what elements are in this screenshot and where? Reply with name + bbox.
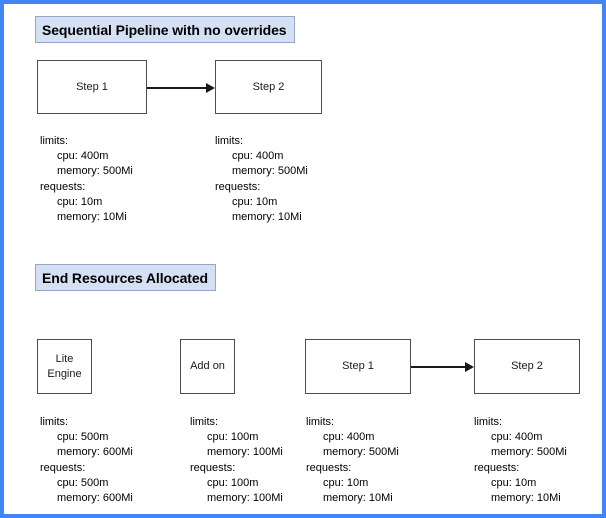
node-label: Step 2: [252, 80, 285, 93]
node-add-on: Add on: [180, 339, 235, 394]
spec-requests-memory: memory: 600Mi: [57, 492, 133, 505]
arrow-head-icon: [206, 83, 215, 93]
arrow-step1-to-step2-top: [147, 83, 215, 93]
spec-limits-memory: memory: 500Mi: [491, 446, 567, 459]
spec-requests-cpu: cpu: 10m: [232, 195, 278, 208]
spec-requests-label: requests:: [215, 180, 261, 193]
spec-requests-cpu: cpu: 500m: [57, 476, 109, 489]
spec-requests-label: requests:: [474, 461, 520, 474]
node-label: Step 2: [511, 360, 543, 372]
node-step-2-bottom: Step 2: [474, 339, 580, 394]
spec-limits-cpu: cpu: 400m: [57, 150, 109, 163]
spec-limits-cpu: cpu: 100m: [207, 431, 259, 444]
section-title-text: Sequential Pipeline with no overrides: [42, 21, 287, 38]
node-label: Step 1: [342, 360, 374, 372]
spec-limits-memory: memory: 500Mi: [57, 165, 133, 178]
spec-requests-label: requests:: [306, 461, 352, 474]
spec-limits-label: limits:: [474, 416, 503, 428]
node-lite-engine: Lite Engine: [37, 339, 92, 394]
spec-requests-cpu: cpu: 10m: [323, 476, 369, 489]
spec-limits-cpu: cpu: 400m: [232, 150, 284, 163]
spec-block-step-1-top: limits: cpu: 400m memory: 500Mi requests…: [40, 134, 133, 225]
node-label-line-1: Lite: [55, 352, 74, 365]
spec-requests-label: requests:: [190, 461, 236, 474]
spec-limits-cpu: cpu: 400m: [323, 431, 375, 444]
arrow-line: [411, 366, 466, 368]
spec-limits-label: limits:: [40, 135, 69, 147]
spec-requests-memory: memory: 100Mi: [207, 492, 283, 505]
spec-requests-memory: memory: 10Mi: [323, 492, 393, 505]
spec-limits-cpu: cpu: 400m: [491, 431, 543, 444]
spec-requests-memory: memory: 10Mi: [491, 492, 561, 505]
spec-block-lite-engine: limits: cpu: 500m memory: 600Mi requests…: [40, 415, 133, 506]
section-banner-sequential-pipeline: Sequential Pipeline with no overrides: [35, 16, 295, 43]
spec-limits-memory: memory: 100Mi: [207, 446, 283, 459]
section-banner-end-resources-allocated: End Resources Allocated: [35, 264, 216, 291]
spec-limits-memory: memory: 500Mi: [323, 446, 399, 459]
spec-requests-label: requests:: [40, 180, 86, 193]
spec-block-step-2-top: limits: cpu: 400m memory: 500Mi requests…: [215, 134, 308, 225]
spec-limits-label: limits:: [215, 135, 244, 147]
spec-block-step-1-bottom: limits: cpu: 400m memory: 500Mi requests…: [306, 415, 399, 506]
arrow-head-icon: [465, 362, 474, 372]
spec-requests-cpu: cpu: 10m: [57, 195, 103, 208]
spec-requests-cpu: cpu: 10m: [491, 476, 537, 489]
spec-requests-cpu: cpu: 100m: [207, 476, 259, 489]
node-label: Step 1: [76, 80, 108, 93]
spec-limits-memory: memory: 600Mi: [57, 446, 133, 459]
spec-requests-memory: memory: 10Mi: [57, 211, 127, 224]
section-title-text: End Resources Allocated: [42, 269, 209, 286]
spec-block-step-2-bottom: limits: cpu: 400m memory: 500Mi requests…: [474, 415, 567, 506]
node-label: Add on: [190, 360, 225, 372]
node-step-2-top: Step 2: [215, 60, 322, 114]
spec-requests-memory: memory: 10Mi: [232, 211, 302, 224]
node-label-line-2: Engine: [47, 367, 82, 380]
spec-requests-label: requests:: [40, 461, 86, 474]
spec-limits-cpu: cpu: 500m: [57, 431, 109, 444]
arrow-line: [147, 87, 207, 89]
spec-limits-label: limits:: [306, 416, 335, 428]
spec-limits-memory: memory: 500Mi: [232, 165, 308, 178]
spec-limits-label: limits:: [190, 416, 219, 428]
node-step-1-bottom: Step 1: [305, 339, 411, 394]
arrow-step1-to-step2-bottom: [411, 362, 474, 372]
spec-limits-label: limits:: [40, 416, 69, 428]
spec-block-add-on: limits: cpu: 100m memory: 100Mi requests…: [190, 415, 283, 506]
node-step-1-top: Step 1: [37, 60, 147, 114]
